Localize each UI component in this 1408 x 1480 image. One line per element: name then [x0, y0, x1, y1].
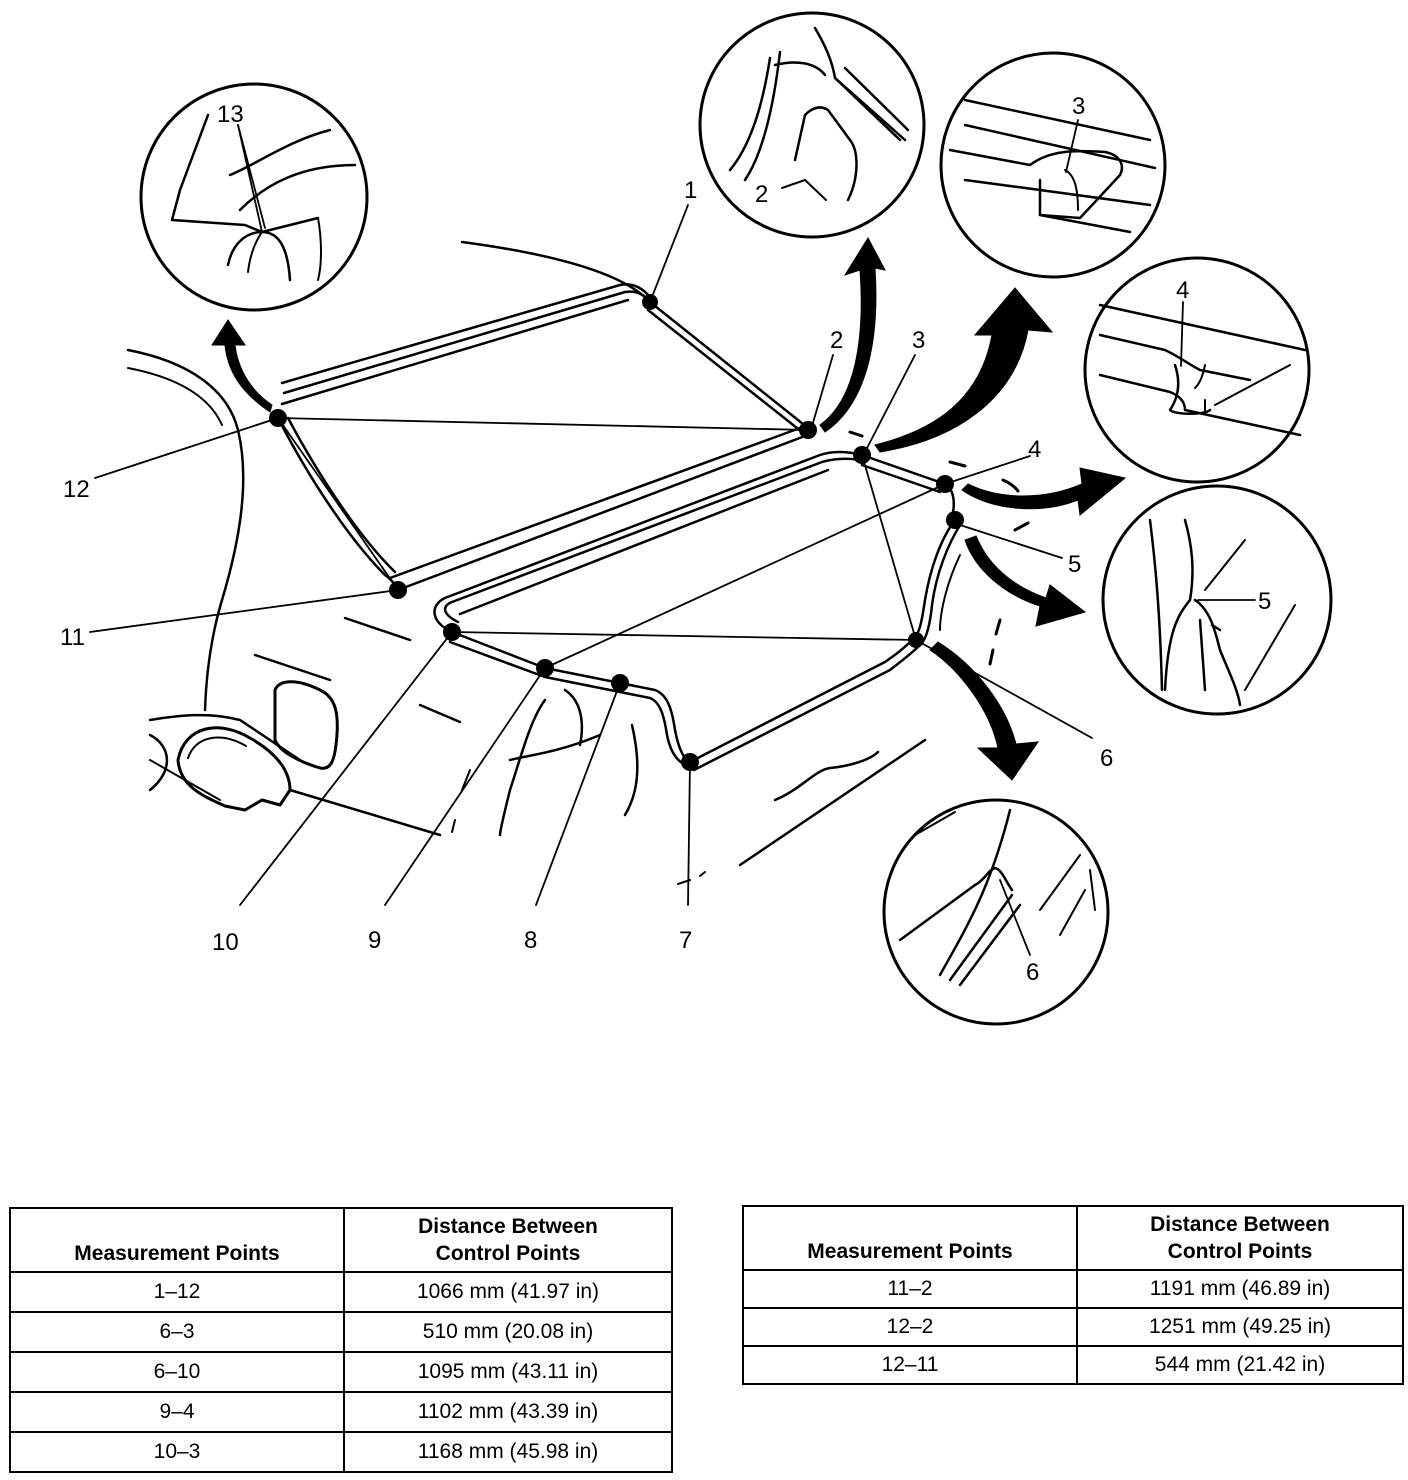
detail-label-3: 3: [1072, 93, 1085, 120]
cell-distance: 1066 mm (41.97 in): [343, 1271, 673, 1313]
cell-points: 12–11: [742, 1345, 1078, 1385]
arrow-to-detail-6: [929, 641, 1040, 781]
cell-distance: 1095 mm (43.11 in): [343, 1351, 673, 1393]
header-measurement-points: Measurement Points: [9, 1207, 345, 1273]
detail-label-6: 6: [1026, 959, 1039, 986]
cell-points: 6–10: [9, 1351, 345, 1393]
point-label-1: 1: [684, 177, 697, 204]
detail-circle-2: 2: [698, 11, 926, 239]
table-row: 6–10 1095 mm (43.11 in): [9, 1351, 673, 1393]
point-label-2: 2: [830, 327, 843, 354]
detail-circle-6: 6: [882, 798, 1110, 1026]
trunk-opening: [433, 450, 964, 772]
cell-points: 11–2: [742, 1269, 1078, 1309]
measurement-lines: [277, 417, 946, 669]
cell-distance: 544 mm (21.42 in): [1076, 1345, 1404, 1385]
detail-label-4: 4: [1176, 277, 1189, 304]
detail-circle-4: 4: [1083, 256, 1311, 484]
detail-circle-5: 5: [1101, 484, 1333, 716]
point-label-5: 5: [1068, 551, 1081, 578]
cell-distance: 1102 mm (43.39 in): [343, 1391, 673, 1433]
point-label-4: 4: [1028, 436, 1041, 463]
table-row: 12–2 1251 mm (49.25 in): [742, 1307, 1404, 1347]
detail-label-5: 5: [1258, 588, 1271, 615]
leader-lines: [89, 204, 1093, 906]
table-row: 1–12 1066 mm (41.97 in): [9, 1271, 673, 1313]
point-labels: 1 2 3 4 5 6 7 8 9 10 11 12: [60, 177, 1113, 956]
point-label-11: 11: [60, 624, 85, 651]
arrow-to-detail-13: [211, 319, 273, 413]
cell-points: 6–3: [9, 1311, 345, 1353]
arrow-to-detail-4: [961, 467, 1127, 516]
cell-distance: 1168 mm (45.98 in): [343, 1431, 673, 1473]
point-label-7: 7: [679, 927, 692, 954]
detail-label-13: 13: [217, 101, 244, 128]
body-measurement-diagram: 1 2 3 4 5 6 7 8 9 10 11 12: [60, 11, 1333, 1026]
car-body-outline: [126, 240, 1030, 885]
table-row: 6–3 510 mm (20.08 in): [9, 1311, 673, 1353]
rear-window-frame: [276, 283, 810, 592]
table-row: 9–4 1102 mm (43.39 in): [9, 1391, 673, 1433]
point-label-9: 9: [368, 927, 381, 954]
cell-points: 1–12: [9, 1271, 345, 1313]
point-label-3: 3: [912, 327, 925, 354]
table-row: 11–2 1191 mm (46.89 in): [742, 1269, 1404, 1309]
detail-label-2: 2: [755, 181, 768, 208]
detail-circle-13: 13: [139, 82, 369, 312]
detail-circle-3: 3: [939, 51, 1167, 279]
arrow-to-detail-5: [964, 535, 1087, 627]
cell-points: 12–2: [742, 1307, 1078, 1347]
cell-distance: 510 mm (20.08 in): [343, 1311, 673, 1353]
arrow-to-detail-2: [819, 236, 886, 433]
point-label-12: 12: [63, 476, 90, 503]
table-row: 10–3 1168 mm (45.98 in): [9, 1431, 673, 1473]
cell-distance: 1251 mm (49.25 in): [1076, 1307, 1404, 1347]
cell-points: 10–3: [9, 1431, 345, 1473]
cell-distance: 1191 mm (46.89 in): [1076, 1269, 1404, 1309]
detail-arrows: [211, 236, 1127, 781]
cell-points: 9–4: [9, 1391, 345, 1433]
table-row: 12–11 544 mm (21.42 in): [742, 1345, 1404, 1385]
point-label-6: 6: [1100, 745, 1113, 772]
point-label-8: 8: [524, 927, 537, 954]
control-point-3: [853, 446, 871, 464]
point-label-10: 10: [212, 929, 239, 956]
header-measurement-points: Measurement Points: [742, 1205, 1078, 1271]
arrow-to-detail-3: [874, 287, 1054, 453]
control-point-2: [799, 421, 817, 439]
